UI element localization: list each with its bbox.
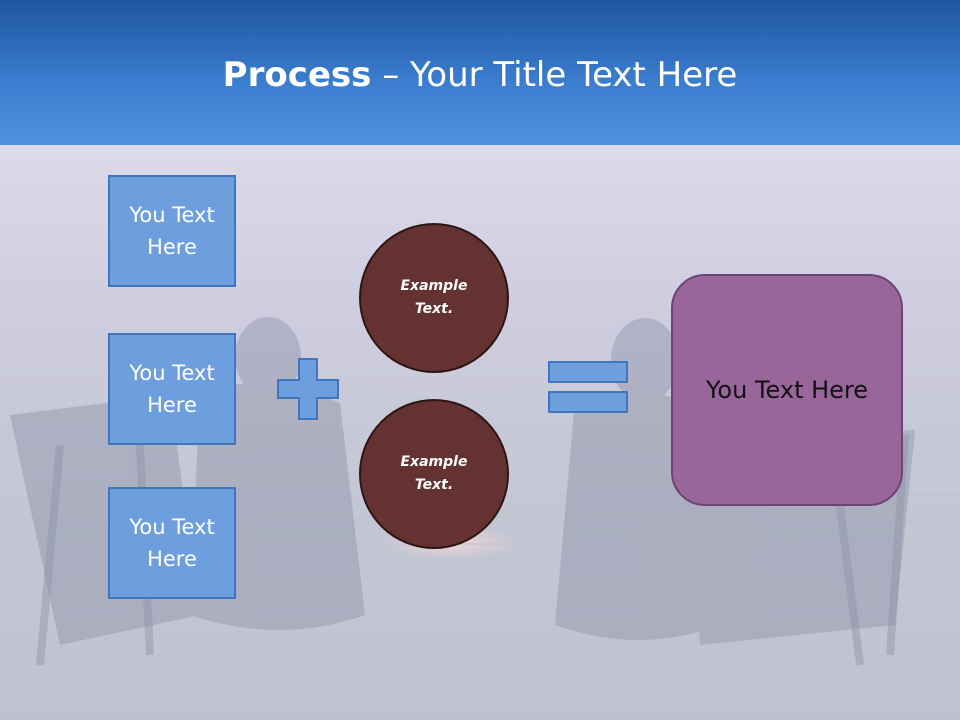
input-box-3[interactable]: You Text Here	[108, 487, 236, 599]
input-box-label: You Text Here	[129, 515, 215, 571]
title-bar: Process – Your Title Text Here	[0, 0, 960, 145]
input-box-1[interactable]: You Text Here	[108, 175, 236, 287]
input-box-label: You Text Here	[129, 361, 215, 417]
title-rest: Your Title Text Here	[410, 55, 738, 95]
result-label: You Text Here	[705, 376, 869, 404]
title-bold-part: Process	[222, 55, 372, 95]
plus-icon	[277, 358, 339, 420]
example-circle-2[interactable]: Example Text.	[359, 399, 509, 549]
result-box[interactable]: You Text Here	[671, 274, 903, 506]
circle-label: Example Text.	[400, 278, 468, 317]
equals-icon	[548, 361, 628, 413]
input-box-label: You Text Here	[129, 203, 215, 259]
circle-label: Example Text.	[400, 454, 468, 493]
example-circle-1[interactable]: Example Text.	[359, 223, 509, 373]
slide-title: Process – Your Title Text Here	[0, 52, 960, 98]
title-dash: –	[371, 55, 411, 95]
input-box-2[interactable]: You Text Here	[108, 333, 236, 445]
